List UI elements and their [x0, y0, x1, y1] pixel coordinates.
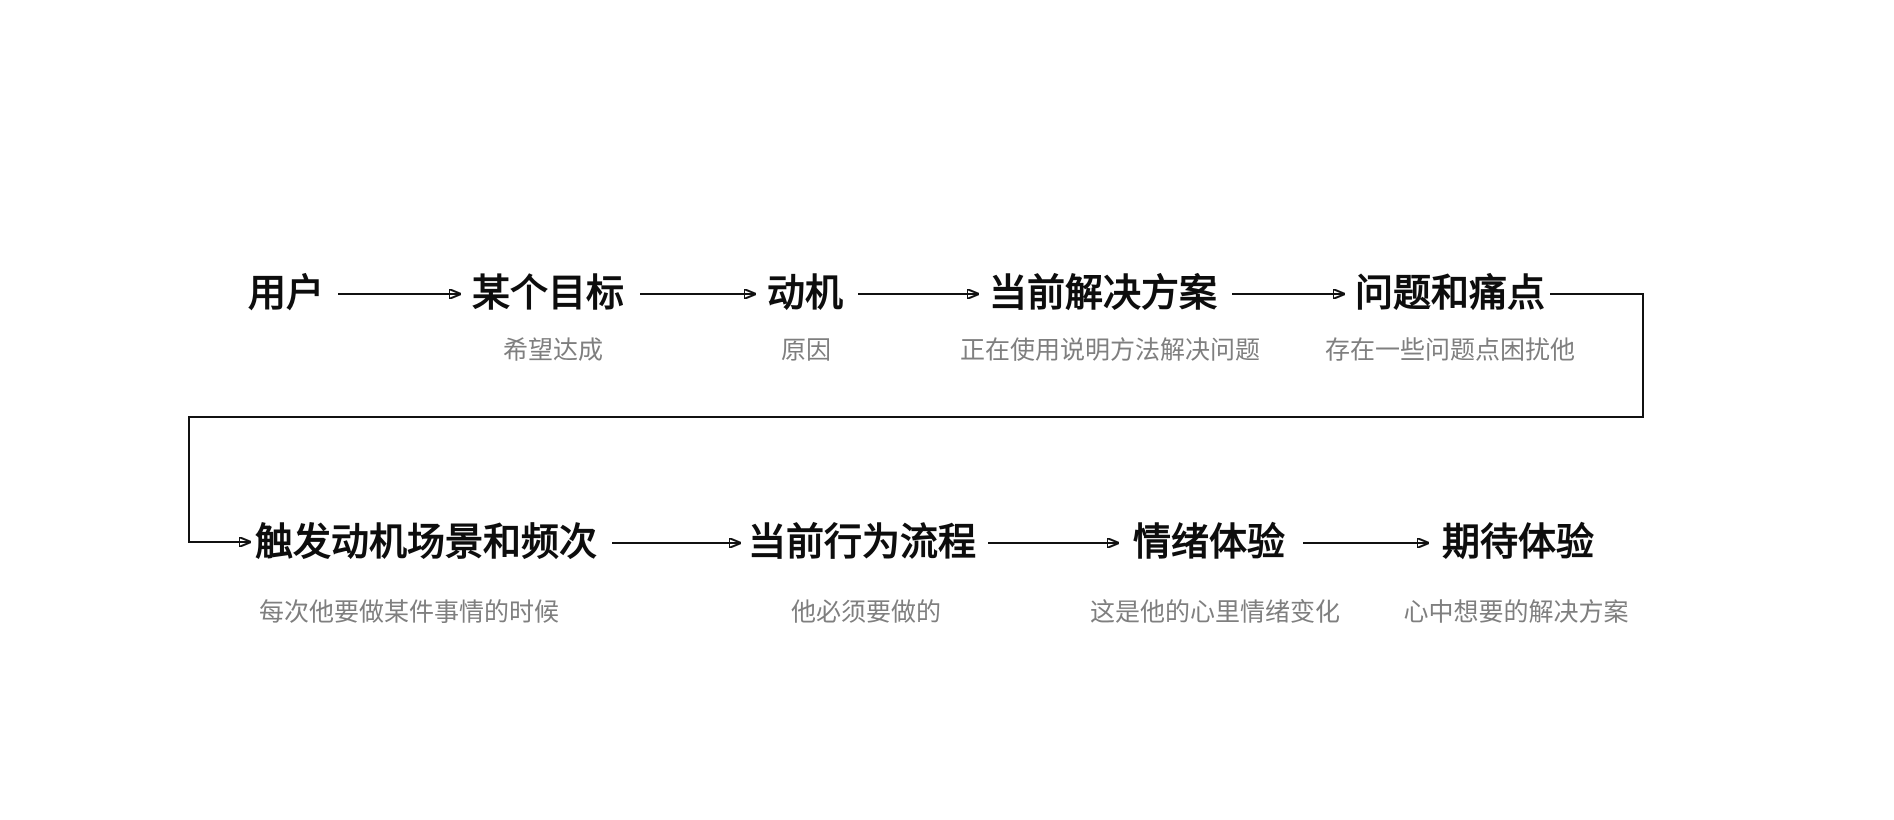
node-trigger-scenario-frequency-subtitle: 每次他要做某件事情的时候 [258, 598, 560, 627]
node-motivation-title[interactable]: 动机 [766, 273, 844, 315]
node-goal-subtitle: 希望达成 [502, 336, 604, 365]
node-expected-experience-subtitle: 心中想要的解决方案 [1403, 598, 1629, 627]
node-emotional-experience-subtitle: 这是他的心里情绪变化 [1089, 598, 1341, 627]
node-pain-points-subtitle: 存在一些问题点困扰他 [1324, 336, 1576, 365]
node-goal-title[interactable]: 某个目标 [471, 273, 625, 315]
node-user-title[interactable]: 用户 [247, 273, 325, 315]
node-emotional-experience-title[interactable]: 情绪体验 [1132, 522, 1286, 564]
node-motivation-subtitle: 原因 [780, 336, 832, 365]
node-pain-points-title[interactable]: 问题和痛点 [1354, 273, 1546, 315]
node-current-solution-subtitle: 正在使用说明方法解决问题 [959, 336, 1261, 365]
node-current-behavior-flow-subtitle: 他必须要做的 [790, 598, 942, 627]
node-current-behavior-flow-title[interactable]: 当前行为流程 [747, 522, 977, 564]
node-current-solution-title[interactable]: 当前解决方案 [988, 273, 1218, 315]
node-trigger-scenario-frequency-title[interactable]: 触发动机场景和频次 [254, 522, 598, 564]
node-expected-experience-title[interactable]: 期待体验 [1441, 522, 1595, 564]
connector-pain-points-to-trigger[interactable] [188, 293, 1644, 542]
